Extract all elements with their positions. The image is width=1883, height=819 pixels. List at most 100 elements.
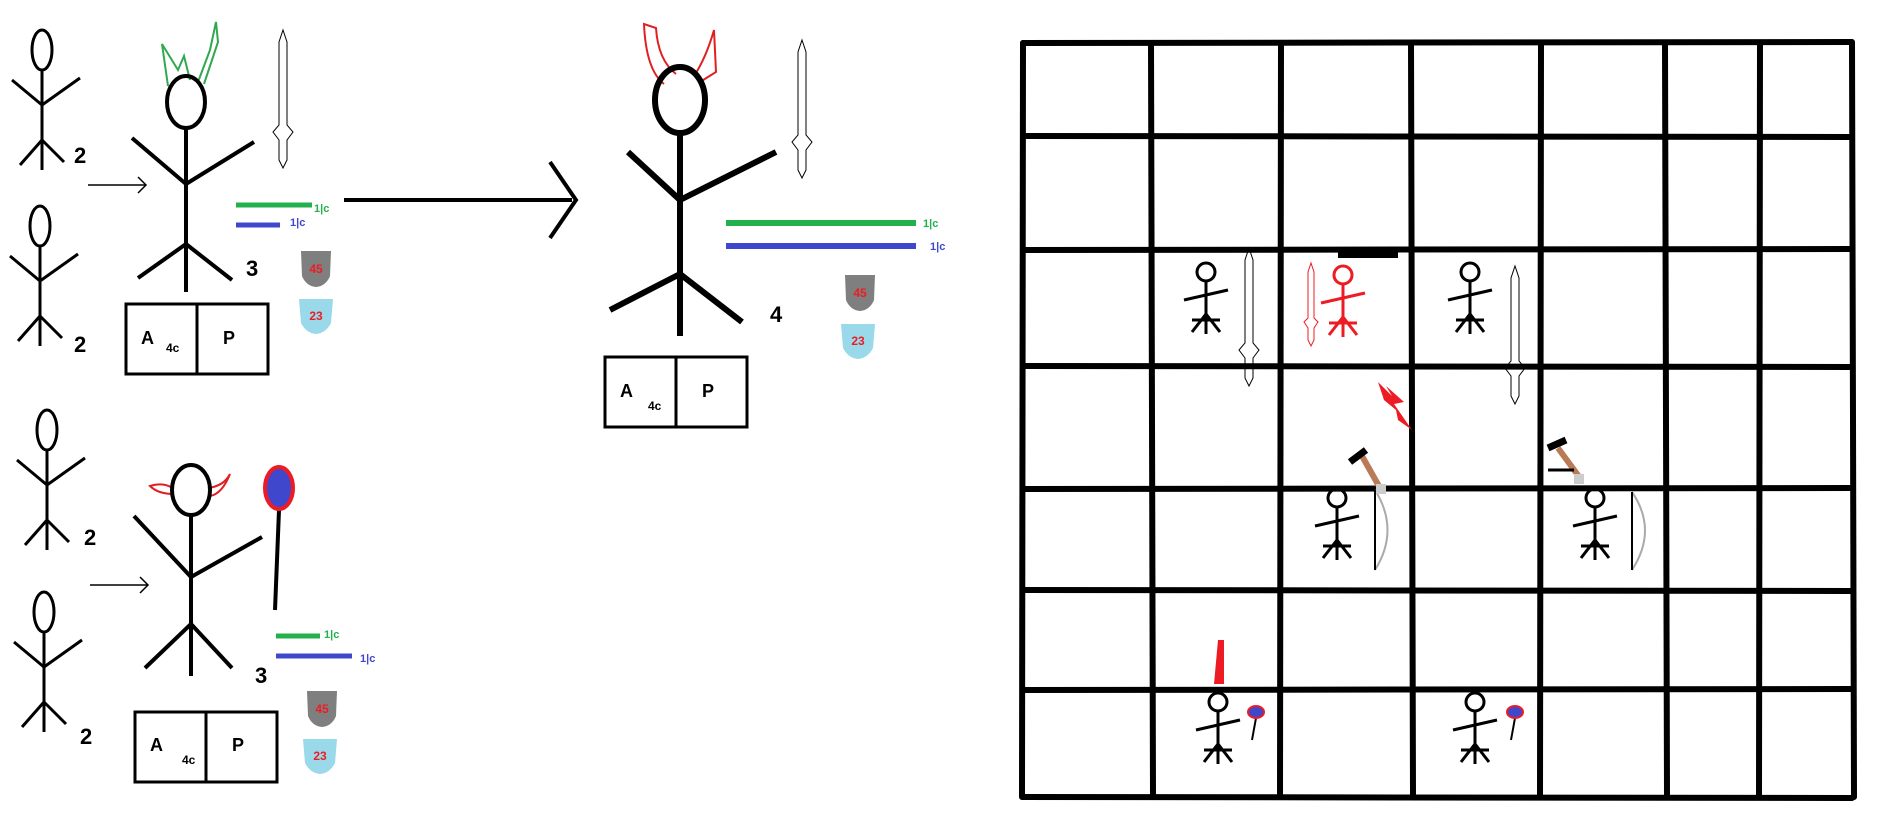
source-count-top: 2: [74, 143, 86, 168]
board-column-line: [1148, 40, 1156, 800]
armor-value: 45: [315, 702, 329, 716]
armor-badge: 45: [301, 251, 331, 287]
card-passive-label: P: [702, 381, 714, 401]
board-column-line: [1662, 40, 1670, 800]
merge-arrow: [90, 576, 150, 594]
stick-figure-icon: [1571, 487, 1619, 562]
red-slash-effect: [1214, 640, 1224, 684]
stick-figure-icon: [1182, 261, 1230, 336]
red-horn-left: [148, 483, 175, 495]
board-piece-staff-unit-2[interactable]: [1451, 691, 1524, 766]
bow-icon: [1631, 491, 1646, 571]
green-stat-label: 1|c: [314, 203, 329, 215]
board-column-line: [1408, 40, 1416, 800]
board-column-line: [1756, 40, 1763, 800]
red-unit-upgrade: 2 2 3 1|c 1|c 45: [12, 408, 375, 784]
stick-figure-icon: [1313, 487, 1361, 562]
board-row-line: [1020, 587, 1855, 594]
red-horned-unit: [132, 463, 295, 676]
board-column-line: [1277, 40, 1284, 800]
board-row-line: [1020, 363, 1855, 370]
board-piece-bow-unit-2[interactable]: [1546, 436, 1646, 571]
upgrade-arrow: [344, 160, 579, 240]
green-stat-label: 1|c: [923, 218, 938, 230]
ability-card[interactable]: A 4c P: [124, 302, 270, 376]
game-board[interactable]: [1019, 39, 1857, 801]
board-piece-sword-unit-2[interactable]: [1446, 261, 1526, 405]
board-row-line: [1020, 39, 1855, 46]
source-figure-bottom: [12, 590, 84, 734]
card-cost: 4c: [648, 399, 662, 413]
blue-stat-label: 1|c: [360, 653, 375, 665]
pickaxe-icon: [1546, 436, 1584, 484]
board-row-line: [1020, 794, 1855, 801]
health-value: 23: [313, 749, 327, 763]
health-value: 23: [309, 309, 323, 323]
merge-arrow: [88, 176, 148, 194]
sword-icon: [1504, 265, 1526, 405]
green-stat-label: 1|c: [324, 629, 339, 641]
card-attack-label: A: [150, 735, 163, 755]
board-row-line: [1020, 246, 1855, 253]
health-badge: 23: [299, 299, 333, 334]
ability-card[interactable]: A 4c P: [133, 710, 279, 784]
card-passive-label: P: [232, 735, 244, 755]
board-row-line: [1020, 485, 1855, 492]
source-figure-bottom: [8, 204, 80, 348]
source-count-bottom: 2: [80, 724, 92, 749]
board-column-line: [1019, 40, 1026, 800]
head: [652, 64, 708, 136]
bow-icon: [1374, 489, 1389, 571]
pickaxe-icon: [1347, 447, 1386, 494]
sword-icon: [791, 39, 813, 179]
staff-icon: [1247, 705, 1265, 741]
red-horn-left: [642, 22, 677, 85]
sword-icon: [272, 29, 294, 169]
red-slash-effect: [1378, 382, 1412, 430]
blue-stat-label: 1|c: [290, 217, 305, 229]
card-attack-label: A: [620, 381, 633, 401]
staff-icon: [1506, 705, 1524, 741]
armor-value: 45: [309, 262, 323, 276]
stick-figure-icon: [1319, 264, 1367, 339]
blue-stat-label: 1|c: [930, 241, 945, 253]
green-horn-right: [197, 21, 220, 85]
stick-figure-icon: [1451, 691, 1499, 766]
ability-card[interactable]: A 4c P: [603, 355, 749, 429]
head: [165, 74, 207, 130]
card-cost: 4c: [182, 753, 196, 767]
staff-icon: [263, 465, 295, 611]
health-value: 23: [851, 334, 865, 348]
board-piece-staff-unit-1[interactable]: [1194, 691, 1265, 766]
card-passive-label: P: [223, 328, 235, 348]
unit-level: 4: [770, 302, 783, 327]
green-unit-upgrade: 2 2 3 1|c 1|c 45 23: [8, 21, 333, 376]
armor-badge: 45: [307, 691, 337, 727]
board-column-line: [1537, 40, 1544, 800]
card-attack-label: A: [141, 328, 154, 348]
source-figure-top: [10, 28, 82, 172]
board-piece-red-sword-unit[interactable]: [1303, 252, 1398, 348]
upgraded-red-horned-unit: [608, 22, 813, 336]
source-count-bottom: 2: [74, 332, 86, 357]
red-horn-right: [207, 473, 231, 497]
upgraded-unit-panel: 4 1|c 1|c 45 23 A 4c P: [603, 22, 945, 429]
stick-figure-icon: [1194, 691, 1242, 766]
sword-icon: [1303, 261, 1319, 348]
unit-level: 3: [246, 256, 258, 281]
health-badge: 23: [841, 324, 875, 359]
green-horned-unit: [130, 21, 294, 292]
unit-level: 3: [255, 663, 267, 688]
stick-figure-icon: [1446, 261, 1494, 336]
armor-badge: 45: [845, 275, 875, 311]
head: [170, 463, 212, 517]
board-piece-bow-unit-1[interactable]: [1313, 447, 1389, 571]
board-column-line: [1849, 40, 1857, 800]
board-row-line: [1020, 686, 1855, 693]
board-row-line: [1020, 133, 1855, 140]
source-figure-top: [15, 408, 87, 552]
health-badge: 23: [303, 739, 337, 774]
green-horn-left: [161, 43, 191, 87]
card-cost: 4c: [166, 341, 180, 355]
